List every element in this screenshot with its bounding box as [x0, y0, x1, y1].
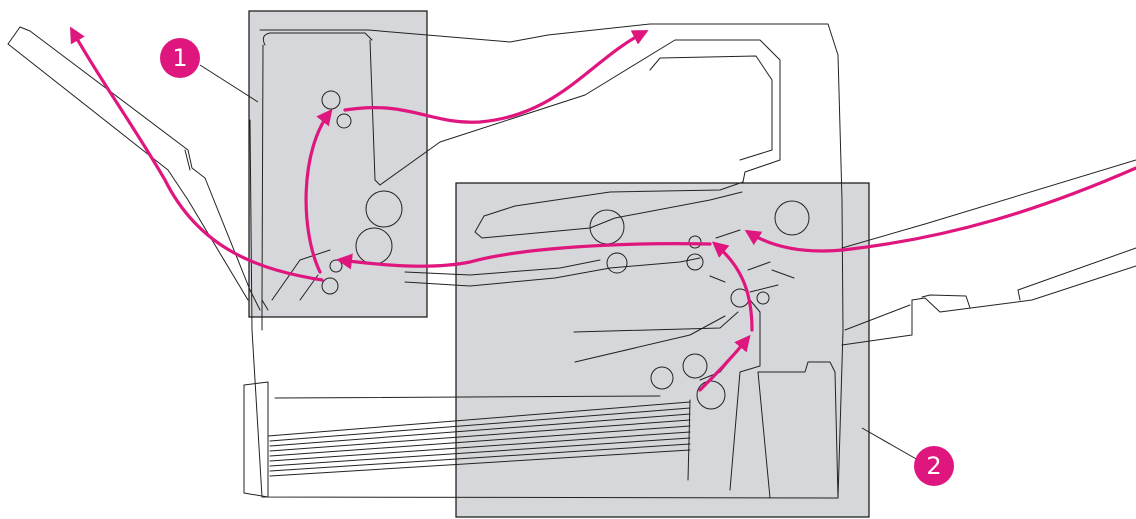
paper-paths: [70, 26, 1136, 392]
path-left-output: [70, 26, 324, 282]
output-tray: [7, 26, 261, 311]
input-tray: [243, 381, 691, 498]
printer-outline: [249, 23, 844, 499]
path-fuser-up: [304, 108, 333, 274]
right-tray: [841, 159, 1136, 346]
callout-1-label: 1: [172, 44, 187, 72]
path-main-to-fuser: [336, 242, 712, 270]
internal-guides: [271, 229, 839, 499]
roller: [774, 200, 810, 236]
callout-2: 2: [861, 427, 954, 486]
callout-1: 1: [160, 38, 259, 103]
path-top-output: [343, 30, 649, 124]
roller: [650, 366, 674, 390]
path-lower-to-registration: [711, 241, 754, 332]
roller: [682, 353, 708, 379]
path-tray-to-registration: [698, 334, 751, 392]
path-input-to-registration: [744, 166, 1136, 253]
roller: [336, 113, 352, 129]
roller: [688, 235, 702, 249]
region-2-panel: [455, 182, 870, 518]
roller: [756, 291, 770, 305]
callout-2-label: 2: [926, 452, 941, 480]
roller: [321, 277, 339, 295]
roller: [686, 253, 704, 271]
roller: [365, 190, 403, 228]
roller: [606, 252, 628, 274]
